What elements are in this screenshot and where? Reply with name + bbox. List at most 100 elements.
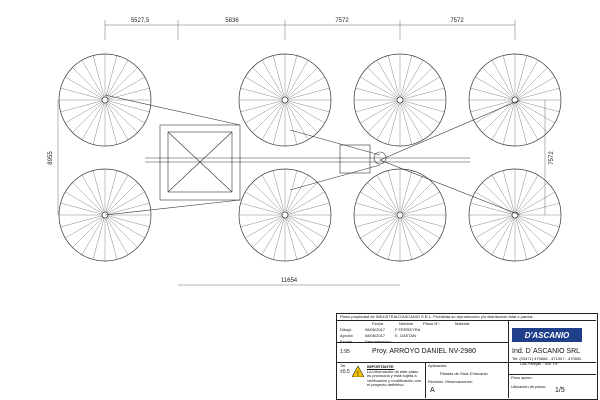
dim-bottom: 11654 <box>281 278 298 284</box>
silo-spoke <box>272 55 286 101</box>
silo-spoke <box>72 99 106 133</box>
silo-spoke <box>92 55 106 101</box>
silo-spoke <box>514 99 528 145</box>
silo-spoke <box>360 191 401 216</box>
silo-spoke <box>367 67 401 101</box>
silo-spoke <box>387 170 401 216</box>
silo-spoke <box>245 191 286 216</box>
silo-spoke <box>284 99 298 145</box>
silo-wheel <box>468 53 562 147</box>
silo-spoke <box>284 214 330 228</box>
revision: A <box>430 387 435 394</box>
silo-spoke <box>399 99 433 133</box>
silo-spoke <box>72 214 106 248</box>
silo-spoke <box>514 202 560 216</box>
silo-spoke <box>252 67 286 101</box>
observaciones-label: Observaciones: <box>445 379 473 384</box>
dim-top-1: 5527,5 <box>131 18 150 24</box>
silo-spoke <box>514 214 555 239</box>
silo-spoke <box>514 191 555 216</box>
silo-spoke <box>104 214 118 260</box>
silo-spoke <box>72 67 106 101</box>
denominacion-label: Denominación: <box>365 339 392 344</box>
silo-spoke <box>284 202 330 216</box>
silo-spoke <box>81 60 106 101</box>
silo-spoke <box>399 99 445 113</box>
dim-left: 8955 <box>48 151 54 165</box>
silo-spoke <box>399 214 433 248</box>
silo-spoke <box>284 99 325 124</box>
silo-spoke <box>284 67 318 101</box>
silo-spoke <box>92 99 106 145</box>
silo-spoke <box>514 55 528 101</box>
silo-spoke <box>399 175 424 216</box>
silo-spoke <box>104 99 145 124</box>
silo-spoke <box>81 175 106 216</box>
dim-top-4: 7572 <box>450 18 464 24</box>
silo-spoke <box>104 99 138 133</box>
silo-spoke <box>399 214 424 255</box>
silo-spoke <box>399 214 445 228</box>
silo-spoke <box>261 175 286 216</box>
silo-spoke <box>284 214 309 255</box>
escala-label: Escala <box>340 339 353 344</box>
silo-wheel <box>353 53 447 147</box>
tb-rule <box>336 362 596 363</box>
silo-spoke <box>104 175 129 216</box>
silo-spoke <box>284 175 309 216</box>
silo-spoke <box>240 214 286 228</box>
silo-spoke <box>475 99 516 124</box>
silo-spoke <box>284 191 325 216</box>
silo-spoke <box>355 99 401 113</box>
tb-rule <box>508 374 596 375</box>
silo-wheel <box>58 168 152 262</box>
silo-spoke <box>514 87 560 101</box>
tb-rule <box>508 320 509 398</box>
contact-line2: Las Parejas - Sta. Fe <box>520 361 558 366</box>
silo-spoke <box>514 214 548 248</box>
silo-spoke <box>284 99 318 133</box>
silo-spoke <box>376 214 401 255</box>
warning-title: IMPORTANTE: <box>367 364 395 369</box>
silo-spoke <box>60 202 106 216</box>
dimension-labels: 5527,5 5836 7572 7572 8955 7572 11654 <box>48 18 555 284</box>
silo-spoke <box>514 170 528 216</box>
silo-spoke <box>272 99 286 145</box>
silo-spoke <box>284 214 318 248</box>
silo-spoke <box>272 214 286 260</box>
silo-spoke <box>360 76 401 101</box>
tb-rule <box>336 320 596 321</box>
elevator-head <box>373 151 387 165</box>
silo-spoke <box>514 175 539 216</box>
support-beam <box>104 94 241 126</box>
silo-spoke <box>104 67 138 101</box>
silo-spoke <box>355 214 401 228</box>
silo-wheel <box>238 53 332 147</box>
silo-spoke <box>240 99 286 113</box>
silo-spoke <box>399 76 440 101</box>
silo-spoke <box>502 55 516 101</box>
silo-spoke <box>65 76 106 101</box>
silo-spoke <box>245 214 286 239</box>
silo-spoke <box>240 87 286 101</box>
silo-spoke <box>252 99 286 133</box>
silo-spoke <box>245 76 286 101</box>
silo-hub <box>101 96 109 104</box>
svg-text:!: ! <box>357 371 359 377</box>
silo-spoke <box>367 99 401 133</box>
silo-spoke <box>491 99 516 140</box>
silo-wheel <box>238 168 332 262</box>
silo-spoke <box>60 87 106 101</box>
silo-spoke <box>60 99 106 113</box>
dimension-lines <box>57 20 546 286</box>
silo-spoke <box>104 191 145 216</box>
silo-spoke <box>284 182 318 216</box>
silo-spoke <box>491 214 516 255</box>
silo-hub <box>396 96 404 104</box>
silo-spoke <box>284 214 325 239</box>
silo-spoke <box>104 60 129 101</box>
ubicacion-label: Ubicación de plano: <box>511 384 547 389</box>
aplicacion-label: Aplicación: <box>428 363 448 368</box>
silo-spoke <box>360 214 401 239</box>
silo-spoke <box>81 214 106 255</box>
